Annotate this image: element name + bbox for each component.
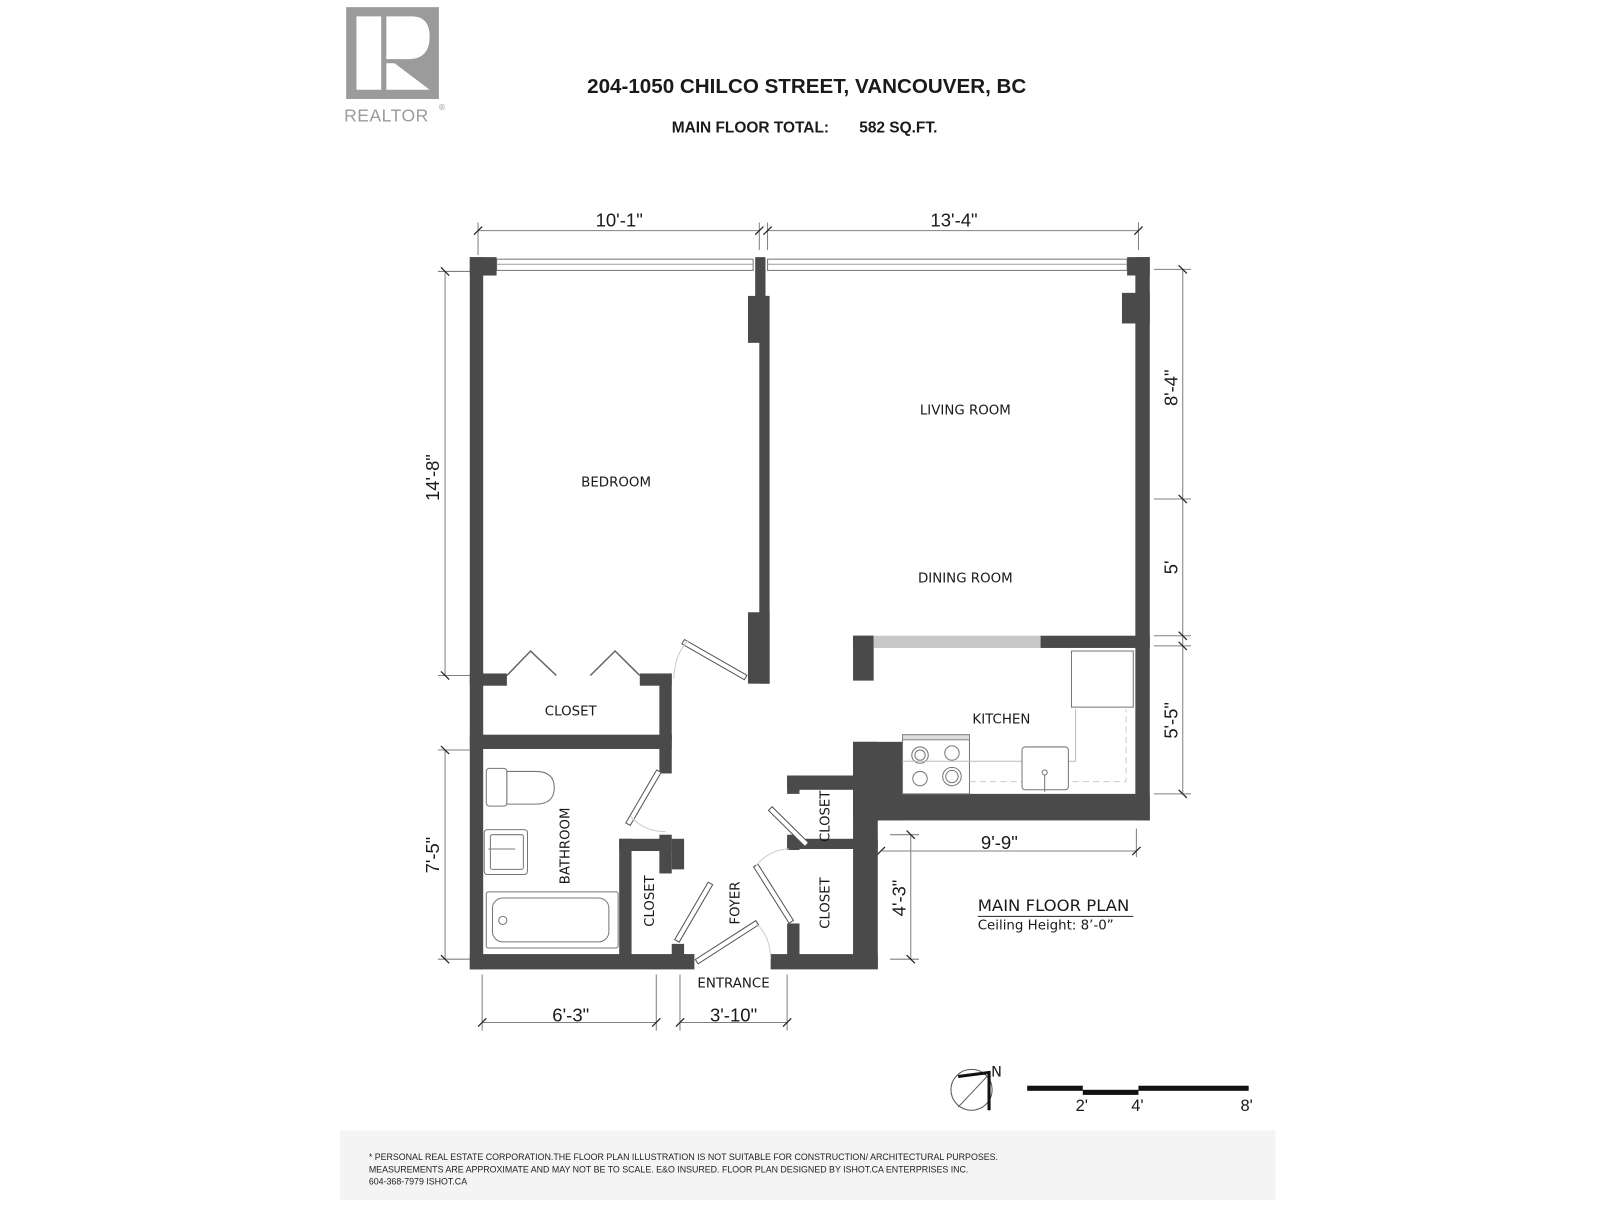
bedroom-door: [681, 638, 748, 681]
dim-left-upper: 14'-8": [422, 454, 443, 501]
room-label-living-room: LIVING ROOM: [920, 403, 1011, 418]
dim-notch-height: 4'-3": [889, 880, 910, 917]
plan-title: MAIN FLOOR PLAN: [978, 896, 1130, 915]
walls: [469, 257, 1150, 970]
closet-bifold-door-right: [589, 649, 641, 677]
dim-right-lower: 5'-5": [1161, 702, 1182, 739]
entrance-door: [694, 919, 760, 965]
north-arrow-icon: N: [950, 1065, 1002, 1111]
room-label-closet-foyer: CLOSET: [643, 874, 658, 926]
bathroom-door: [625, 769, 662, 827]
room-label-dining-room: DINING ROOM: [918, 572, 1013, 587]
scale-bar: 2' 4' 8': [1027, 1085, 1253, 1115]
stove-icon: [901, 734, 970, 795]
ceiling-height: Ceiling Height: 8’-0”: [978, 919, 1114, 934]
toilet-icon: [485, 767, 555, 807]
fridge-icon: [1070, 650, 1134, 708]
disclaimer-footer: * PERSONAL REAL ESTATE CORPORATION.THE F…: [339, 1130, 1276, 1200]
dim-bottom-left: 6'-3": [552, 1005, 589, 1026]
dim-right-middle: 5': [1161, 560, 1182, 574]
dim-right-upper: 8'-4": [1161, 369, 1182, 406]
room-label-closet-lower-right: CLOSET: [818, 876, 833, 928]
room-label-foyer: FOYER: [729, 882, 744, 925]
disclaimer-contact: 604-368-7979 ISHOT.CA: [369, 1177, 467, 1187]
room-label-bedroom: BEDROOM: [581, 476, 651, 491]
dim-top-right: 13'-4": [930, 210, 977, 231]
room-label-closet-upper-right: CLOSET: [818, 790, 833, 842]
scale-label-4: 4': [1131, 1097, 1143, 1115]
floor-total-label: MAIN FLOOR TOTAL:: [672, 120, 829, 137]
dimension-lines: [437, 222, 1191, 1031]
dim-kitchen-bottom: 9'-9": [981, 832, 1018, 853]
north-label: N: [991, 1065, 1002, 1081]
dim-bottom-entrance: 3'-10": [710, 1005, 757, 1026]
disclaimer-line-1: * PERSONAL REAL ESTATE CORPORATION.THE F…: [369, 1152, 998, 1162]
realtor-brand-text: REALTOR: [344, 106, 429, 126]
lower-right-closet-door: [752, 863, 795, 924]
closet-bifold-door-left: [506, 649, 557, 677]
scale-label-8: 8': [1240, 1097, 1252, 1115]
upper-right-closet-door: [767, 805, 810, 848]
foyer-closet-door: [674, 881, 714, 943]
kitchen-sink-icon: [1021, 746, 1069, 792]
registered-mark: ®: [438, 102, 446, 112]
dim-top-left: 10'-1": [596, 210, 643, 231]
dim-left-lower: 7'-5": [422, 837, 443, 874]
floor-total-value: 582 SQ.FT.: [859, 120, 937, 137]
doors: [506, 638, 810, 965]
realtor-logo: REALTOR ®: [344, 7, 446, 125]
fixtures: [483, 650, 1134, 949]
room-label-entrance: ENTRANCE: [697, 977, 769, 992]
scale-label-2: 2': [1076, 1097, 1088, 1115]
bathtub-icon: [485, 891, 619, 949]
room-label-closet-bedroom: CLOSET: [545, 704, 598, 719]
bathroom-sink-icon: [483, 829, 529, 875]
disclaimer-line-2: MEASUREMENTS ARE APPROXIMATE AND MAY NOT…: [369, 1164, 969, 1174]
room-label-kitchen: KITCHEN: [972, 713, 1030, 728]
property-address: 204-1050 CHILCO STREET, VANCOUVER, BC: [587, 75, 1026, 98]
room-label-bathroom: BATHROOM: [559, 808, 574, 885]
